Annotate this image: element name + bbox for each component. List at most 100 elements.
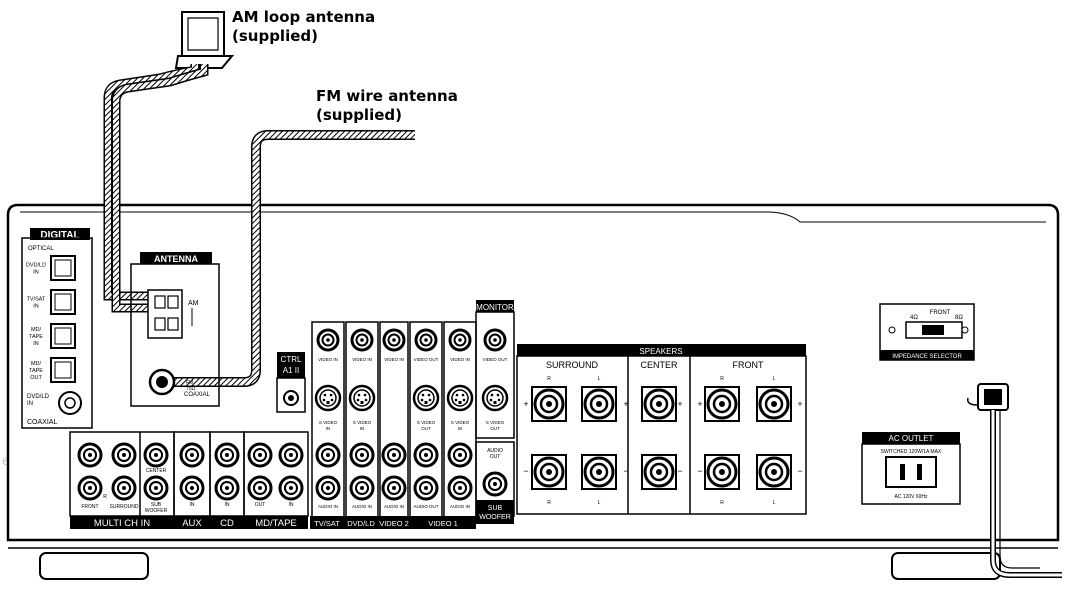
s-video-label: S VIDEO xyxy=(417,420,436,425)
optical-jack-label: MD/ xyxy=(31,361,42,367)
optical-jack-label: TV/SAT xyxy=(27,297,46,303)
audio-jack-label: AUDIO IN xyxy=(450,504,470,509)
subwoofer-title1: SUB xyxy=(488,505,503,512)
multich-jack xyxy=(111,475,137,501)
antenna-section: ANTENNA AM FM 75Ω COAXIAL xyxy=(130,252,220,407)
s-video-label: S VIDEO xyxy=(486,420,505,425)
s-video-label: S VIDEO xyxy=(353,420,372,425)
optical-jack-label: OUT xyxy=(30,375,42,381)
foot-left xyxy=(39,552,149,580)
speaker-terminal xyxy=(704,386,740,422)
multich-sub-label: SUB xyxy=(151,502,162,508)
fm-antenna-callout-line1: FM wire antenna xyxy=(316,87,458,105)
bottom-label: VIDEO 1 xyxy=(428,519,458,528)
minus-sign: − xyxy=(797,466,802,476)
am-antenna-callout-line1: AM loop antenna xyxy=(232,8,376,26)
video-jack-label: VIDEO IN xyxy=(384,357,404,362)
multich-front-label: FRONT xyxy=(81,504,98,510)
audio-jack-label: AUDIO OUT xyxy=(413,504,438,509)
audio-jack xyxy=(447,442,473,468)
audio-jack xyxy=(315,475,341,501)
speaker-r-label: R xyxy=(547,376,551,382)
plus-sign: + xyxy=(523,399,528,409)
optical-jack-label: IN xyxy=(33,341,39,347)
bottom-label-bg xyxy=(174,516,210,529)
speaker-l-label: L xyxy=(773,376,776,382)
speaker-terminal xyxy=(581,386,617,422)
bottom-label-bg xyxy=(310,516,344,529)
sub-audio-out2: OUT xyxy=(490,454,501,460)
multich-surround-label: SURROUND xyxy=(110,504,139,510)
speaker-r-label: R xyxy=(547,500,551,506)
bottom-label-bg xyxy=(378,516,410,529)
ctrl-label: CTRL xyxy=(281,355,302,364)
audio-jack xyxy=(247,442,273,468)
md-out-label: OUT xyxy=(255,502,266,508)
audio-jack xyxy=(214,442,240,468)
audio-jack xyxy=(278,475,304,501)
optical-jack-label: IN xyxy=(33,270,39,276)
subwoofer-title-bg xyxy=(476,500,514,524)
multich-woofer-label: WOOFER xyxy=(145,508,168,514)
video-jack xyxy=(448,328,472,352)
audio-jack xyxy=(179,442,205,468)
audio-jack xyxy=(247,475,273,501)
digital-title: DIGITAL xyxy=(40,230,79,241)
bottom-label-bg xyxy=(244,516,308,529)
bottom-label-bg xyxy=(210,516,244,529)
bottom-label: CD xyxy=(220,518,234,529)
speaker-terminal xyxy=(756,386,792,422)
sub-audio-out1: AUDIO xyxy=(487,448,503,454)
audio-jack xyxy=(447,475,473,501)
audio-jack xyxy=(349,442,375,468)
sub-woofer-jack xyxy=(482,471,508,497)
speaker-l-label: L xyxy=(598,376,601,382)
minus-sign: − xyxy=(623,466,628,476)
s-video-label: IN xyxy=(360,426,365,431)
surround-label: SURROUND xyxy=(546,360,599,370)
multich-jack xyxy=(143,442,169,468)
antenna-title: ANTENNA xyxy=(154,254,198,264)
s-video-jack xyxy=(314,384,342,412)
subwoofer-title2: WOOFER xyxy=(479,514,511,521)
audio-jack xyxy=(413,475,439,501)
digital-section: DIGITAL OPTICAL DVD/LDINTV/SATINMD/TAPEI… xyxy=(21,228,93,429)
multich-jack xyxy=(111,442,137,468)
audio-jack xyxy=(349,475,375,501)
optical-label: OPTICAL xyxy=(28,246,54,252)
s-video-jack xyxy=(446,384,474,412)
bottom-label: AUX xyxy=(182,518,202,529)
multich-jack xyxy=(143,475,169,501)
s-video-jack xyxy=(481,384,509,412)
coax-label2: IN xyxy=(27,401,33,407)
video-jack-label: VIDEO OUT xyxy=(483,357,508,362)
multich-jack xyxy=(77,442,103,468)
speaker-terminal xyxy=(641,386,677,422)
bottom-label: DVD/LD xyxy=(347,519,375,528)
front-label: FRONT xyxy=(733,360,764,370)
audio-jack xyxy=(315,442,341,468)
bottom-label: VIDEO 2 xyxy=(379,519,409,528)
md-in-label: IN xyxy=(289,502,294,508)
monitor-title: MONITOR xyxy=(476,303,514,312)
s-video-jack xyxy=(348,384,376,412)
video-jack-label: VIDEO IN xyxy=(352,357,372,362)
bottom-label: MULTI CH IN xyxy=(94,518,150,529)
plus-sign: + xyxy=(797,399,802,409)
fm-antenna-callout: FM wire antenna (supplied) xyxy=(316,87,458,125)
s-video-label: OUT xyxy=(421,426,431,431)
s-video-label: IN xyxy=(326,426,331,431)
power-cord xyxy=(966,383,1062,578)
video-jack-label: VIDEO OUT xyxy=(414,357,439,362)
ac-outlet-title: AC OUTLET xyxy=(889,434,934,443)
ac-outlet: AC OUTLET SWITCHED 120W/1A MAX AC 120V 6… xyxy=(861,432,961,505)
impedance-8ohm: 8Ω xyxy=(955,315,963,321)
speaker-l-label: L xyxy=(773,500,776,506)
am-antenna-callout-line2: (supplied) xyxy=(232,27,318,45)
multich-l-label: L xyxy=(78,451,81,457)
monitor-title-bg xyxy=(476,300,514,312)
bottom-label-bg xyxy=(70,516,174,529)
speakers-title: SPEAKERS xyxy=(639,347,682,356)
